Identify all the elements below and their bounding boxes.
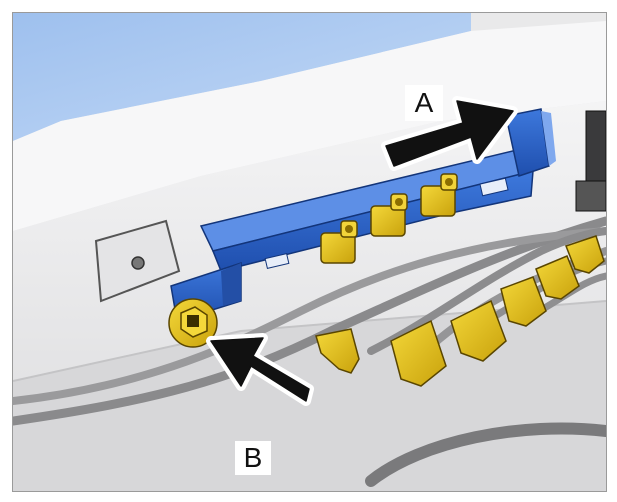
window-sky xyxy=(13,13,471,141)
callout-b-text: B xyxy=(243,442,263,473)
arrow-a xyxy=(381,96,518,171)
right-side-connector xyxy=(575,110,606,212)
callout-a-text: A xyxy=(414,87,434,118)
fastening-nut xyxy=(168,298,218,348)
diagram-illustration xyxy=(13,13,606,491)
plate-nut xyxy=(131,256,145,270)
upper-trim xyxy=(13,21,606,231)
cable-plugs xyxy=(315,235,605,387)
callout-label-b: B xyxy=(235,441,271,475)
bracket-connectors xyxy=(320,173,458,264)
callout-label-a: A xyxy=(405,85,443,121)
figure-frame: A B xyxy=(12,12,607,492)
arrow-b xyxy=(206,333,314,406)
